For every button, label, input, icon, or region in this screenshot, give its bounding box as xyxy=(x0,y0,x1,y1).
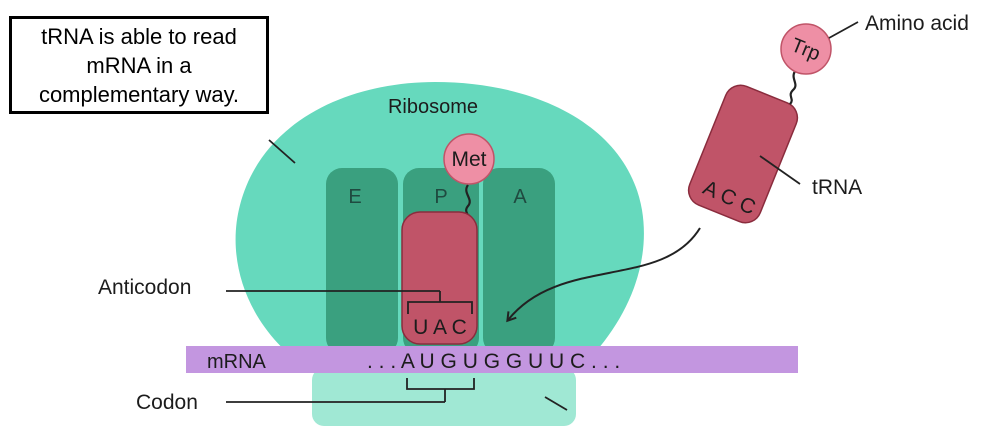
site-a-label: A xyxy=(513,186,527,208)
ribosome-label: Ribosome xyxy=(388,96,478,118)
anticodon-label: Anticodon xyxy=(98,276,191,299)
mrna-strand xyxy=(186,346,798,373)
site-a xyxy=(483,168,555,354)
mrna-sequence: . . . A U G U G G U U C . . . xyxy=(367,350,620,373)
small-subunit-leader-line xyxy=(544,396,568,411)
site-p-label: P xyxy=(434,186,447,208)
trna-leader-line xyxy=(759,155,801,185)
bound-trna-anticodon: U A C xyxy=(413,316,467,339)
trp-amino-acid xyxy=(780,23,832,75)
incoming-arrow xyxy=(506,227,701,323)
site-e xyxy=(326,168,398,354)
amino-acid-leader-line xyxy=(828,21,859,39)
codon-bracket xyxy=(406,378,475,402)
trna-label: tRNA xyxy=(812,176,862,199)
ribosome-leader-line xyxy=(268,139,296,164)
met-label: Met xyxy=(451,148,486,171)
site-e-label: E xyxy=(348,186,361,208)
codon-label: Codon xyxy=(136,391,198,414)
bound-trna-body xyxy=(401,211,478,345)
met-amino-acid xyxy=(443,133,495,185)
note-text: tRNA is able to read mRNA in a complemen… xyxy=(38,23,240,107)
ribosome-small-subunit xyxy=(312,368,576,426)
note-box: tRNA is able to read mRNA in a complemen… xyxy=(9,16,269,114)
trp-linker xyxy=(789,69,797,105)
anticodon-bracket xyxy=(407,291,473,314)
mrna-label: mRNA xyxy=(207,351,267,373)
amino-acid-label: Amino acid xyxy=(865,12,969,35)
